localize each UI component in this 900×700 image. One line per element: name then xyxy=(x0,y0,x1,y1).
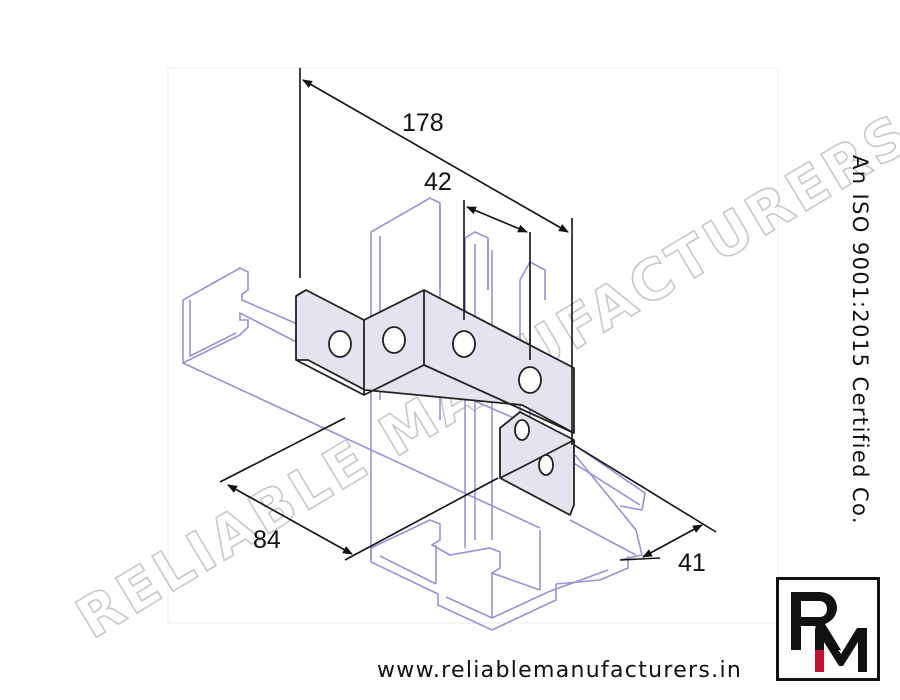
rm-logo xyxy=(776,577,880,681)
website-link[interactable]: www.reliablemanufacturers.in xyxy=(377,658,743,683)
rm-logo-mark xyxy=(791,592,867,672)
z-bracket xyxy=(295,289,575,516)
dimension-84-label: 84 xyxy=(253,526,281,554)
iso-certification-text: An ISO 9001:2015 Certified Co. xyxy=(848,155,872,525)
dimension-42-label: 42 xyxy=(424,168,452,196)
dimension-41-label: 41 xyxy=(678,549,706,577)
background-frame xyxy=(167,67,779,624)
dimension-lines xyxy=(219,68,717,561)
logo-accent-bar xyxy=(815,650,824,672)
dimension-178-label: 178 xyxy=(402,109,444,137)
